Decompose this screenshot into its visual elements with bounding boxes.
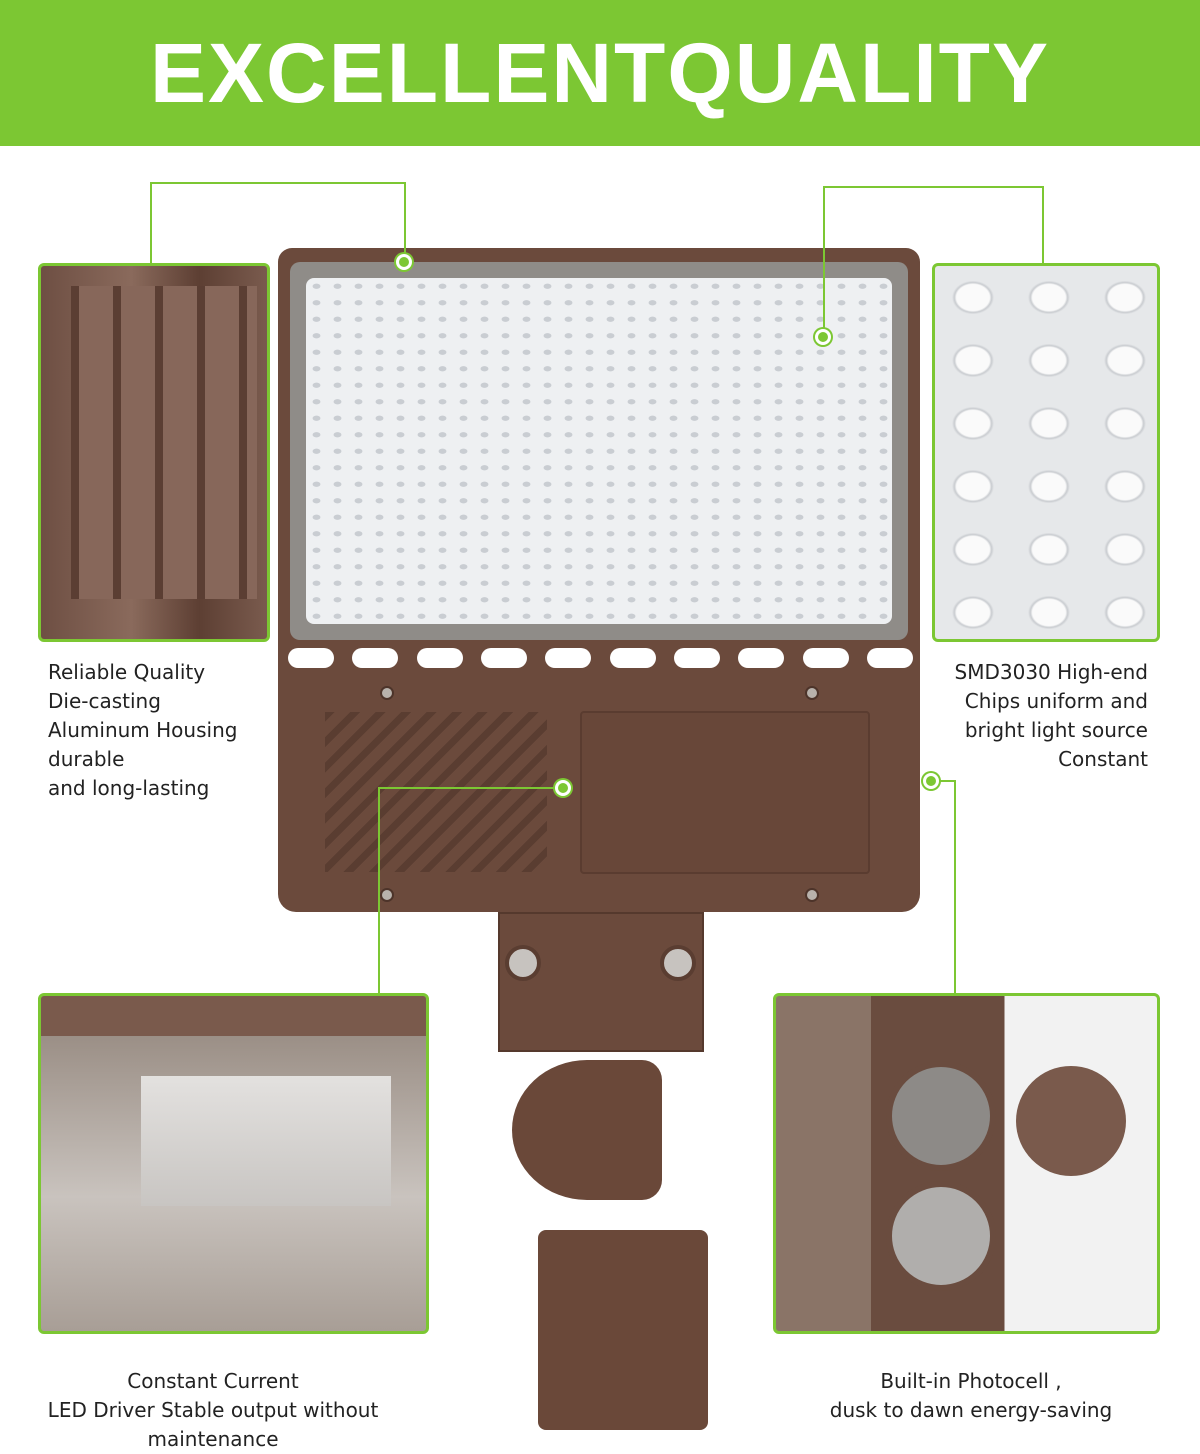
slip-fitter xyxy=(512,1060,662,1200)
driver-caption: Constant Current LED Driver Stable outpu… xyxy=(47,1369,379,1451)
label-plate xyxy=(580,711,870,874)
callout-line xyxy=(1042,186,1044,264)
callout-dot xyxy=(555,780,571,796)
bolt-icon xyxy=(660,945,696,981)
photocell-caption: Built-in Photocell , dusk to dawn energy… xyxy=(829,1369,1113,1422)
led-module xyxy=(290,262,908,640)
screw-icon xyxy=(380,686,394,700)
callout-line xyxy=(930,780,955,782)
photocell-detail-image xyxy=(773,993,1160,1334)
callout-line xyxy=(954,780,956,993)
header-banner: EXCELLENTQUALITY xyxy=(0,0,1200,146)
screw-icon xyxy=(380,888,394,902)
callout-dot xyxy=(396,254,412,270)
housing-detail-image xyxy=(38,263,270,642)
photocell-cap xyxy=(1016,1066,1126,1176)
driver-detail-image xyxy=(38,993,429,1334)
callout-line xyxy=(823,186,1043,188)
callout-dot xyxy=(923,773,939,789)
photocell-icon xyxy=(886,1061,996,1171)
vent-slots xyxy=(288,648,913,670)
callout-line xyxy=(378,787,380,993)
banner-title: EXCELLENTQUALITY xyxy=(149,25,1050,120)
led-chip-detail-image xyxy=(932,263,1160,642)
callout-dot xyxy=(815,329,831,345)
screw-icon xyxy=(805,888,819,902)
callout-line xyxy=(823,186,825,336)
callout-line xyxy=(378,787,563,789)
plug-icon xyxy=(886,1181,996,1291)
pole-bracket xyxy=(538,1230,708,1430)
chips-caption: SMD3030 High-end Chips uniform and brigh… xyxy=(954,660,1148,771)
vent-grille xyxy=(325,712,547,872)
mounting-arm xyxy=(498,912,704,1052)
callout-line xyxy=(150,182,405,184)
led-array xyxy=(306,278,892,624)
screw-icon xyxy=(805,686,819,700)
callout-line xyxy=(150,182,152,264)
callout-line xyxy=(404,182,406,262)
housing-caption: Reliable Quality Die-casting Aluminum Ho… xyxy=(48,660,238,800)
bolt-icon xyxy=(505,945,541,981)
